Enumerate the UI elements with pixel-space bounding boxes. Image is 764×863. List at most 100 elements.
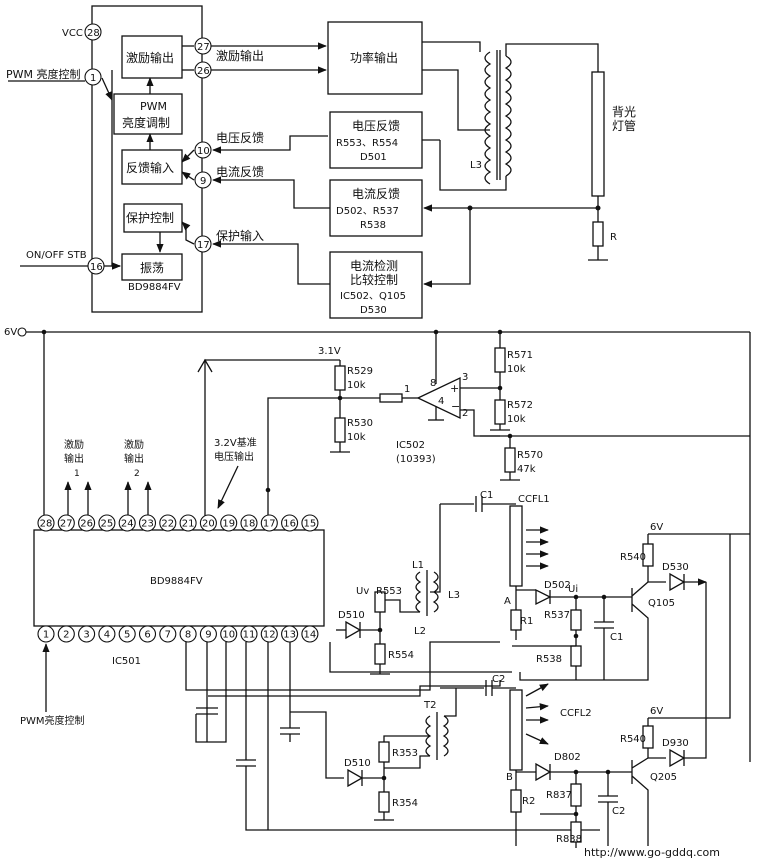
- ic501-bottom-pin-label-8: 8: [185, 630, 191, 641]
- r838-label: R838: [556, 834, 582, 845]
- l3-label: L3: [448, 590, 460, 601]
- power-output-label: 功率输出: [350, 50, 398, 65]
- ic501-top-pin-label-15: 15: [304, 519, 317, 530]
- r540-upper-label: R540: [620, 552, 646, 563]
- lamp-label-1: 背光: [612, 105, 636, 119]
- ic501-top-pin-15: [301, 514, 319, 532]
- ic-name-label: BD9884FV: [128, 282, 181, 293]
- d510-lower: [347, 768, 364, 788]
- t2-label: T2: [423, 700, 436, 711]
- r553-label: R553: [376, 586, 402, 597]
- backlight-lamp: [591, 71, 605, 197]
- ic501-bottom-pin-7: [159, 625, 177, 643]
- r537-upper-label: R537: [544, 610, 570, 621]
- d930-label: D930: [662, 738, 689, 749]
- ic501-name: BD9884FV: [150, 576, 203, 587]
- voltage-feedback-diode: D501: [360, 152, 387, 163]
- pin-9: 9: [200, 176, 206, 187]
- ic-outline: [91, 5, 203, 313]
- r538: [570, 645, 582, 667]
- ic501-bottom-pin-label-12: 12: [263, 630, 276, 641]
- pwm-control-label: PWM亮度控制: [20, 714, 85, 727]
- d510-upper-label: D510: [338, 610, 365, 621]
- r2: [510, 789, 522, 813]
- current-feedback-label: 电流反馈: [352, 187, 400, 201]
- opamp-pin-3: 3: [462, 372, 468, 383]
- opamp-name: IC502: [396, 440, 425, 451]
- lamp-label-2: 灯管: [612, 118, 636, 133]
- r571: [494, 347, 506, 373]
- ic501-ref: IC501: [112, 656, 141, 667]
- pwm-input-label: PWM 亮度控制: [6, 67, 81, 81]
- block-oscillator-label: 振荡: [140, 261, 164, 275]
- ic501-top-pin-label-27: 27: [60, 519, 73, 530]
- d530-label: D530: [662, 562, 689, 573]
- block-dimming-label: 亮度调制: [122, 115, 170, 130]
- transformer-secondary: [504, 55, 512, 177]
- current-feedback-r538: R538: [360, 220, 386, 231]
- ic501-top-pin-20: [199, 514, 217, 532]
- ic501-bottom-pin-label-6: 6: [144, 630, 150, 641]
- ic501-bottom-pin-4: [98, 625, 116, 643]
- ic501-top-pin-16: [281, 514, 299, 532]
- ic501-top-pin-label-24: 24: [121, 519, 134, 530]
- ccfl2-label: CCFL2: [560, 708, 592, 719]
- ic501-bottom-pin-10: [220, 625, 238, 643]
- pin-16: 16: [90, 262, 103, 273]
- block-power-output: [327, 21, 423, 95]
- current-detect-parts: IC502、Q105: [340, 291, 406, 302]
- ic501-bottom-pin-label-3: 3: [83, 630, 89, 641]
- drive2-label-3: 2: [134, 469, 140, 479]
- d510-upper: [345, 620, 362, 640]
- ic501-top-pin-label-22: 22: [161, 519, 174, 530]
- r353-label: R353: [392, 748, 418, 759]
- pin-27: 27: [197, 42, 210, 53]
- ic501-bottom-pin-label-9: 9: [205, 630, 211, 641]
- d530: [669, 572, 686, 592]
- q105-label: Q105: [648, 598, 675, 609]
- ic501-top-pin-17: [260, 514, 278, 532]
- r571-label: R571: [507, 350, 533, 361]
- ic501-bottom-pin-label-10: 10: [222, 630, 235, 641]
- supply-6v: 6V: [4, 327, 17, 338]
- ic501-bottom-pin-9: [199, 625, 217, 643]
- drive2-label-2: 输出: [124, 452, 144, 465]
- r570: [504, 447, 516, 473]
- r570-value: 47k: [517, 464, 536, 475]
- ic501-top-pin-label-19: 19: [222, 519, 235, 530]
- supply-6v-lower: 6V: [650, 706, 663, 717]
- r354: [378, 791, 390, 813]
- ic501-bottom-pin-3: [78, 625, 96, 643]
- voltage-feedback-parts: R553、R554: [336, 138, 398, 149]
- ccfl2: [509, 689, 523, 771]
- node-b-label: B: [506, 772, 513, 783]
- d930: [669, 748, 686, 768]
- l3-label: L3: [470, 160, 482, 171]
- ic501-top-pin-label-28: 28: [40, 519, 53, 530]
- r540-lower-label: R540: [620, 734, 646, 745]
- uv-label: Uv: [356, 586, 369, 597]
- r570-label: R570: [517, 450, 543, 461]
- block-current-feedback: [329, 179, 423, 237]
- d502-upper-label: D502: [544, 580, 571, 591]
- opamp-minus: −: [451, 400, 460, 413]
- r529: [334, 365, 346, 391]
- r572: [494, 399, 506, 425]
- block-protect-control: [123, 203, 183, 233]
- drive1-label-1: 激励: [64, 438, 84, 451]
- opamp-ic502: [416, 376, 461, 420]
- ic501-top-pin-27: [57, 514, 75, 532]
- ic501-top-pin-25: [98, 514, 116, 532]
- ic501-bottom-pin-label-5: 5: [124, 630, 130, 641]
- r530: [334, 417, 346, 443]
- ref-label-1: 3.2V基准: [214, 436, 257, 449]
- ic501-bottom-pin-label-7: 7: [165, 630, 171, 641]
- r530-label: R530: [347, 418, 373, 429]
- ic501-bottom-pin-1: [37, 625, 55, 643]
- ic501-top-pin-label-23: 23: [141, 519, 154, 530]
- opamp-pin-4: 4: [438, 396, 444, 407]
- ccfl1-label: CCFL1: [518, 494, 550, 505]
- d802-label: D802: [554, 752, 581, 763]
- ic501-top-pin-label-20: 20: [202, 519, 215, 530]
